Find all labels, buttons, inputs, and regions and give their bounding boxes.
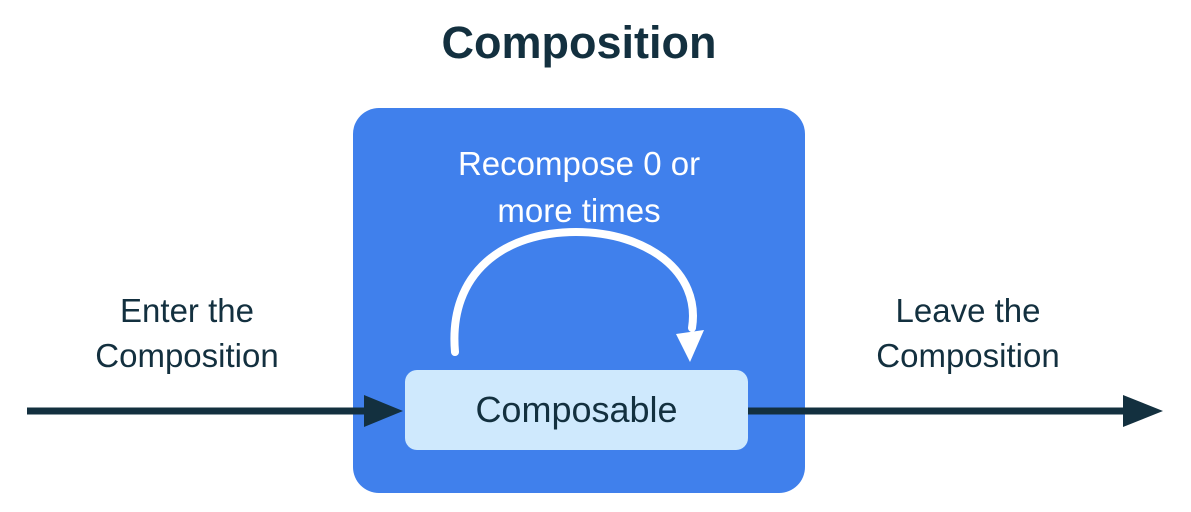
enter-label: Enter the Composition (95, 292, 279, 374)
leave-label: Leave the Composition (876, 292, 1060, 374)
recompose-label: Recompose 0 or more times (457, 145, 701, 229)
composable-box: Composable (405, 370, 748, 450)
enter-arrow (27, 395, 403, 427)
leave-arrow (748, 395, 1163, 427)
leave-arrow-head-icon (1123, 395, 1163, 427)
diagram-title: Composition (441, 17, 717, 68)
